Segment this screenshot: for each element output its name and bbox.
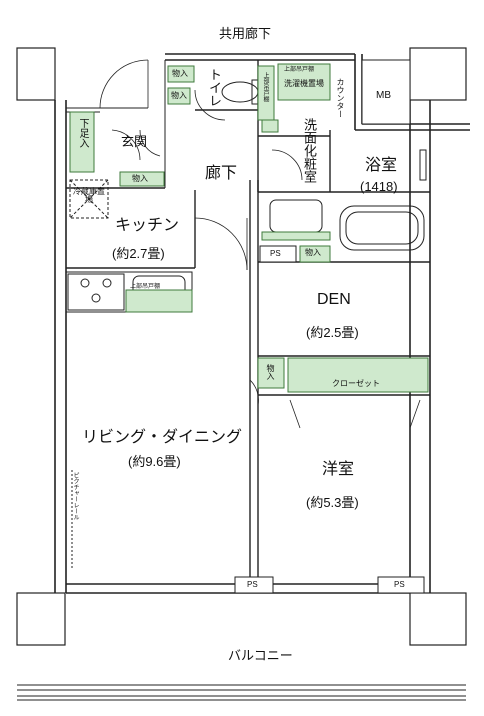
room-bathroom: 浴室 (365, 157, 398, 174)
room-den: DEN (317, 291, 351, 308)
label-upper-shelf-toilet: 上部吊戸棚 (262, 72, 268, 102)
label-picture-rail: ピクチャーレール (72, 472, 78, 520)
column-top-left (16, 47, 56, 101)
room-entrance: 玄関 (121, 134, 148, 149)
western-size: (約5.3畳) (306, 495, 359, 510)
label-fridge: 冷蔵庫置場 (73, 187, 105, 204)
label-monoire-entrance: 物入 (132, 174, 148, 183)
room-toilet: トイレ (207, 68, 222, 107)
doors (111, 89, 303, 406)
storage-shoe-box (69, 111, 95, 173)
label-closet: クローゼット (332, 379, 380, 388)
exterior-walls (54, 53, 470, 594)
storage-kitchen-upper (125, 289, 193, 313)
mb-room (361, 59, 411, 125)
room-western: 洋室 (322, 461, 355, 478)
label-washer: 洗濯機置場 (284, 79, 324, 88)
kitchen-size: (約2.7畳) (112, 246, 165, 261)
ps-box-bottom-right (377, 576, 425, 594)
label-monoire-den: 物入 (305, 248, 321, 257)
storage-monoire-den (299, 245, 331, 263)
label-monoire-1: 物入 (172, 69, 188, 78)
fridge-area (69, 179, 109, 219)
label-monoire-2: 物入 (171, 91, 187, 100)
label-upper-shelf-kitchen: 上部吊戸棚 (130, 284, 161, 290)
room-washroom: 洗面化粧室 (302, 118, 317, 183)
storage-closet (287, 357, 429, 393)
column-bottom-left (16, 592, 66, 646)
column-bottom-right (409, 592, 467, 646)
column-top-right (409, 47, 467, 101)
storage-monoire-2 (167, 87, 191, 105)
label-ps-bottom-left: PS (247, 580, 258, 589)
bathtub (339, 205, 425, 251)
room-living: リビング・ダイニング (82, 429, 243, 446)
ps-box-bottom-left (234, 576, 274, 594)
mb-label: MB (376, 90, 391, 101)
ps-box-den (259, 245, 297, 263)
living-size: (約9.6畳) (128, 454, 181, 469)
label-upper-shelf-washer: 上部吊戸棚 (284, 67, 315, 73)
storage-washer (277, 63, 331, 101)
storage-monoire-entrance (119, 171, 165, 187)
label-counter: カウンター (336, 78, 345, 118)
label-ps-bottom-right: PS (394, 580, 405, 589)
label-monoire-living: 物入 (266, 364, 275, 380)
storage-monoire-living (257, 357, 285, 389)
room-kitchen: キッチン (115, 217, 180, 234)
label-shoe-box: 下足入 (77, 118, 88, 148)
label-ps-den: PS (270, 249, 281, 258)
bath-size: (1418) (360, 179, 398, 194)
room-hallway: 廊下 (205, 165, 238, 182)
storage-monoire-1 (167, 65, 195, 83)
corridor-label: 共用廊下 (219, 26, 272, 41)
balcony-label: バルコニー (228, 648, 293, 663)
den-size: (約2.5畳) (306, 325, 359, 340)
